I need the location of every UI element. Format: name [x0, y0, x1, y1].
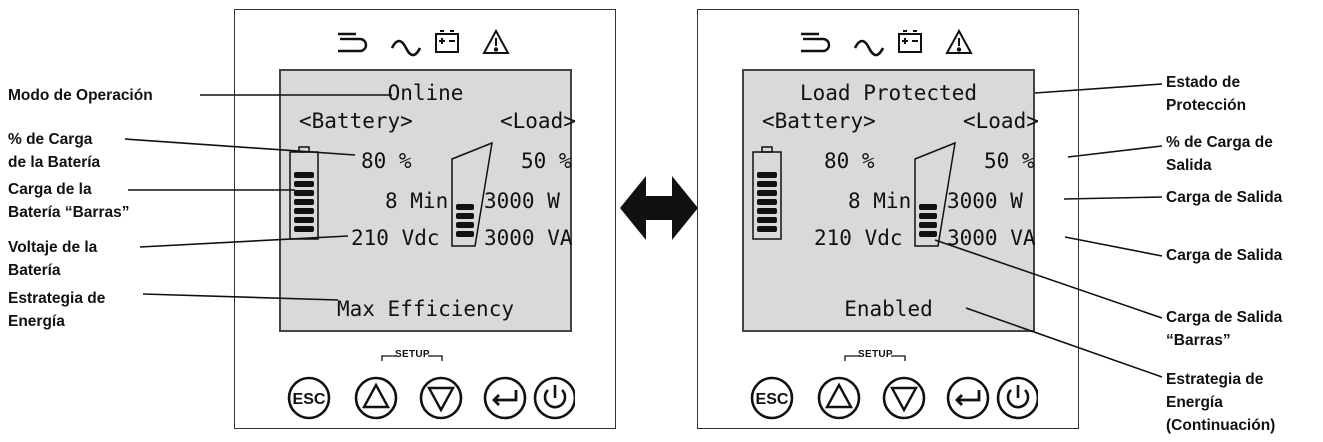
load-watts: 3000 W: [484, 189, 560, 213]
load-watts: 3000 W: [947, 189, 1023, 213]
callout-energy-strategy-continued: Estrategia de Energía (Continuación): [1166, 371, 1276, 434]
battery-gauge: [752, 146, 782, 240]
callout-battery-voltage: Voltaje de la Batería: [8, 239, 98, 279]
load-va: 3000 VA: [947, 226, 1036, 250]
callout-output-load-watts: Carga de Salida: [1166, 189, 1283, 206]
power-button[interactable]: [533, 376, 575, 420]
callout-battery-charge-pct: % de Carga de la Batería: [8, 131, 101, 171]
esc-label: ESC: [293, 391, 326, 408]
up-arrow-icon: [361, 382, 391, 409]
callout-energy-strategy: Estrategia de Energía: [8, 290, 106, 330]
protection-status: Load Protected: [799, 81, 977, 105]
warning-icon: [945, 28, 973, 54]
plug-icon: [338, 32, 368, 53]
callout-protection-state: Estado de Protección: [1166, 74, 1247, 114]
battery-icon: [435, 30, 459, 53]
callout-output-load-pct: % de Carga de Salida: [1166, 134, 1273, 174]
setup-bracket: [381, 355, 443, 361]
load-header: <Load>: [963, 109, 1039, 133]
operation-mode: Online: [387, 81, 464, 105]
load-header: <Load>: [500, 109, 576, 133]
status-icon-row: [338, 28, 510, 57]
energy-strategy: Max Efficiency: [336, 297, 514, 321]
battery-runtime: 8 Min: [385, 189, 449, 213]
plug-icon: [801, 32, 831, 53]
lcd-screen-left: Online <Battery> <Load> 80 % 8 Min 210 V…: [279, 69, 576, 332]
down-button[interactable]: [882, 376, 926, 420]
ac-wave-icon: [390, 39, 422, 57]
setup-bracket: [844, 355, 906, 361]
lcd-screen-right: Load Protected <Battery> <Load> 80 % 8 M…: [742, 69, 1039, 332]
ac-wave-icon: [853, 39, 885, 57]
setup-label: SETUP: [858, 349, 893, 360]
enter-button[interactable]: [483, 376, 527, 420]
control-buttons-right: SETUP ESC: [748, 347, 1038, 427]
load-va: 3000 VA: [484, 226, 573, 250]
down-button[interactable]: [419, 376, 463, 420]
battery-voltage: 210 Vdc: [351, 226, 440, 250]
load-gauge: [451, 141, 493, 247]
enter-button[interactable]: [946, 376, 990, 420]
callout-battery-bars: Carga de la Batería “Barras”: [8, 181, 130, 221]
callout-output-load-bars: Carga de Salida “Barras”: [1166, 309, 1283, 349]
leader-output-load-va: [1064, 236, 1163, 257]
down-arrow-icon: [426, 386, 456, 413]
callout-operation-mode: Modo de Operación: [8, 87, 153, 104]
battery-icon: [898, 30, 922, 53]
esc-button[interactable]: ESC: [287, 376, 331, 420]
battery-runtime: 8 Min: [848, 189, 912, 213]
energy-strategy: Enabled: [844, 297, 933, 321]
lcd-graphics-right: [752, 141, 956, 247]
up-arrow-icon: [824, 382, 854, 409]
status-icon-row: [801, 28, 973, 57]
setup-label: SETUP: [395, 349, 430, 360]
ups-panel-left: Online <Battery> <Load> 80 % 8 Min 210 V…: [234, 9, 616, 429]
load-pct: 50 %: [984, 149, 1035, 173]
leader-output-load-pct: [1067, 145, 1163, 158]
callout-output-load-va: Carga de Salida: [1166, 247, 1283, 264]
down-arrow-icon: [889, 386, 919, 413]
double-arrow-icon: [620, 176, 698, 240]
enter-icon: [492, 390, 518, 406]
battery-voltage: 210 Vdc: [814, 226, 903, 250]
up-button[interactable]: [817, 376, 861, 420]
battery-header: <Battery>: [762, 109, 876, 133]
enter-icon: [955, 390, 981, 406]
power-button[interactable]: [996, 376, 1038, 420]
battery-header: <Battery>: [299, 109, 413, 133]
esc-button[interactable]: ESC: [750, 376, 794, 420]
battery-charge-pct: 80 %: [361, 149, 412, 173]
battery-gauge: [289, 146, 319, 240]
battery-charge-pct: 80 %: [824, 149, 875, 173]
warning-icon: [482, 28, 510, 54]
up-button[interactable]: [354, 376, 398, 420]
ups-panel-right: Load Protected <Battery> <Load> 80 % 8 M…: [697, 9, 1079, 429]
control-buttons-left: SETUP ESC: [285, 347, 575, 427]
esc-label: ESC: [756, 391, 789, 408]
power-icon: [543, 385, 567, 409]
power-icon: [1006, 385, 1030, 409]
load-pct: 50 %: [521, 149, 572, 173]
